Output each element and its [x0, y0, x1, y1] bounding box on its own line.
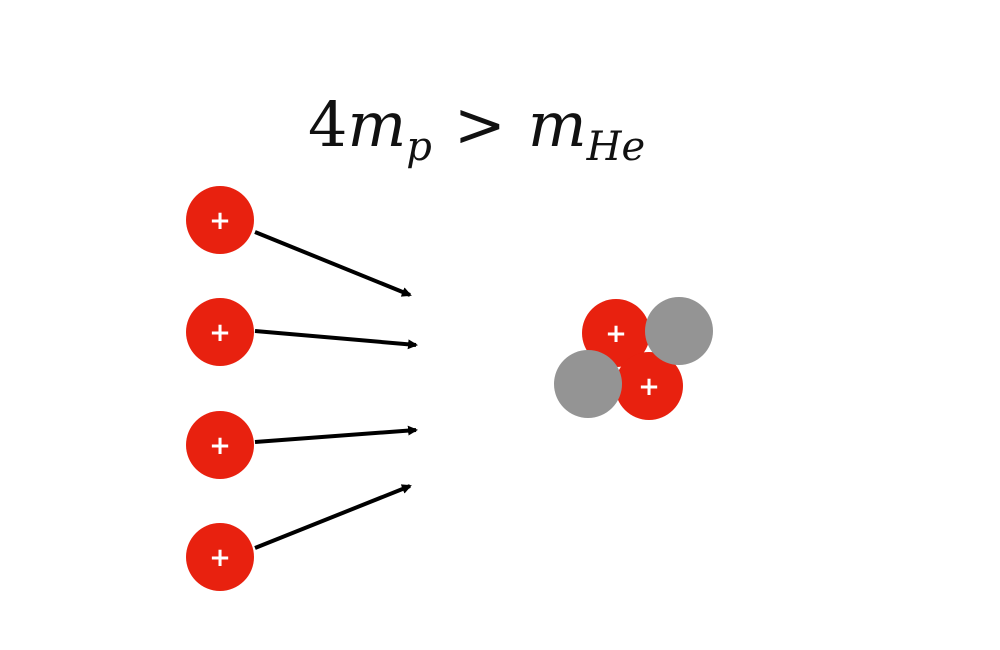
incoming-protons: + + + + [186, 186, 254, 591]
coefficient: 4 [308, 88, 347, 161]
arrows [254, 230, 418, 550]
proton-subscript: p [406, 124, 432, 170]
proton-circle [615, 352, 683, 420]
proton: + [186, 298, 254, 366]
proton-circle [186, 523, 254, 591]
plus-sign-icon: + [209, 543, 231, 573]
proton-circle [186, 186, 254, 254]
mass-symbol: m [347, 88, 406, 161]
arrow [254, 425, 418, 444]
plus-sign-icon: + [638, 372, 660, 402]
helium-subscript: He [586, 124, 646, 170]
neutron [554, 350, 622, 418]
arrow [254, 329, 418, 350]
proton: + [615, 352, 683, 420]
proton: + [186, 186, 254, 254]
arrow [254, 230, 412, 297]
proton-circle [582, 299, 650, 367]
neutron-circle [554, 350, 622, 418]
mass-equation: 4mp>mHe [308, 88, 645, 170]
proton: + [186, 523, 254, 591]
neutron-circle [645, 297, 713, 365]
proton: + [582, 299, 650, 367]
proton-circle [186, 411, 254, 479]
greater-than: > [454, 88, 506, 161]
plus-sign-icon: + [209, 318, 231, 348]
proton: + [186, 411, 254, 479]
plus-sign-icon: + [209, 206, 231, 236]
neutron [645, 297, 713, 365]
mass-symbol: m [528, 88, 587, 161]
proton-circle [186, 298, 254, 366]
arrow [254, 484, 412, 550]
helium-nucleus: ++ [554, 297, 713, 420]
plus-sign-icon: + [605, 319, 627, 349]
plus-sign-icon: + [209, 431, 231, 461]
